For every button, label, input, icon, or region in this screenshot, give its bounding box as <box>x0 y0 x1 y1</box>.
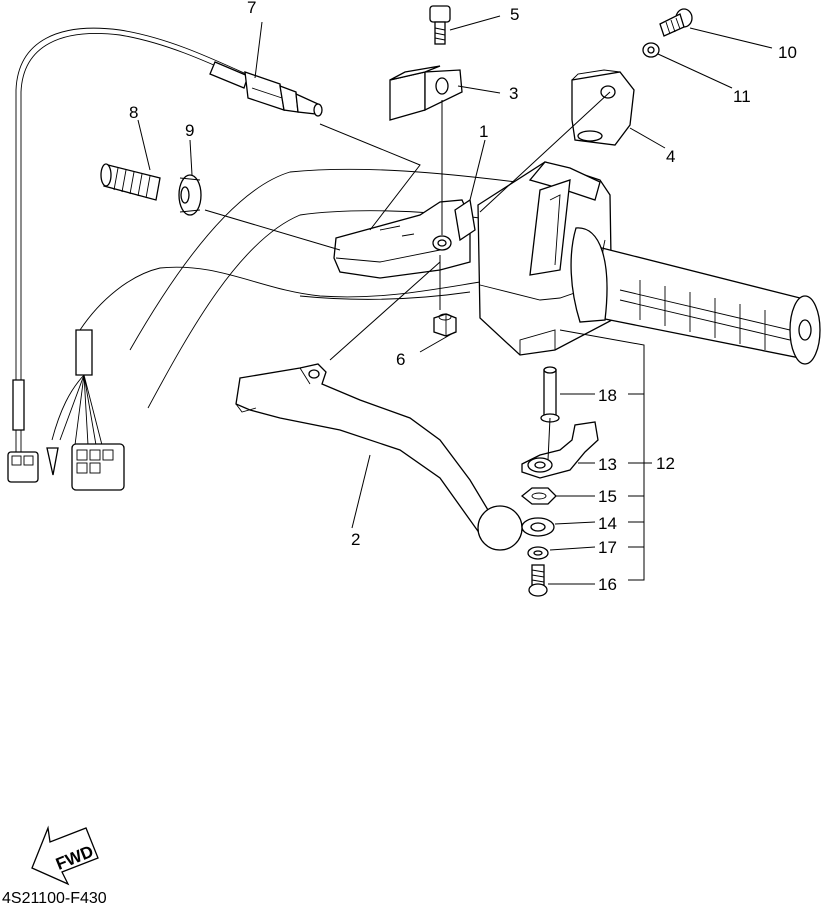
callout-5: 5 <box>510 5 519 24</box>
part-18-pivot-bolt <box>540 366 560 423</box>
callout-15: 15 <box>598 487 617 506</box>
callout-10: 10 <box>778 43 797 62</box>
part-5-bolt <box>429 5 451 45</box>
callout-3: 3 <box>509 84 518 103</box>
callout-8: 8 <box>129 103 138 122</box>
callout-11: 11 <box>733 87 751 106</box>
wire-harness <box>46 329 125 491</box>
part-10-screw <box>659 8 693 37</box>
callout-12: 12 <box>656 454 675 473</box>
callout-labels: 1 2 3 4 5 6 7 8 9 10 11 12 13 14 15 16 1… <box>129 0 797 594</box>
part-7-clutch-switch <box>209 61 323 117</box>
switch-cable <box>7 27 256 483</box>
part-15-nut <box>520 487 557 505</box>
callout-16: 16 <box>598 575 617 594</box>
part-14-washer <box>521 517 555 537</box>
connector-right <box>71 443 125 491</box>
callout-9: 9 <box>185 121 194 140</box>
diagram-code: 4S21100-F430 <box>2 890 107 905</box>
part-8-adjuster <box>100 163 161 201</box>
callout-2: 2 <box>351 530 360 549</box>
callout-1: 1 <box>479 122 488 141</box>
part-1-lever-holder <box>333 198 476 279</box>
callout-7: 7 <box>247 0 256 17</box>
callout-4: 4 <box>666 147 675 166</box>
part-4-bracket <box>571 69 635 146</box>
callout-6: 6 <box>396 350 405 369</box>
part-3-clamp <box>389 65 463 121</box>
part-13-hot-start-lever <box>521 421 599 479</box>
connector-left <box>7 451 39 483</box>
callout-13: 13 <box>598 455 617 474</box>
callout-17: 17 <box>598 538 617 557</box>
part-2-clutch-lever <box>235 363 523 551</box>
callout-18: 18 <box>598 386 617 405</box>
part-17-spring-washer <box>527 546 549 560</box>
part-11-washer <box>642 42 660 58</box>
part-9-locknut <box>178 174 202 216</box>
fwd-direction-arrow: FWD <box>31 825 99 886</box>
callout-14: 14 <box>598 514 617 533</box>
leader-lines <box>137 15 773 585</box>
part-6-nut <box>433 313 457 337</box>
handlebar-outline <box>79 168 541 409</box>
wire-terminal <box>46 447 59 476</box>
handlebar-grip <box>570 227 821 365</box>
part-16-screw <box>528 564 548 597</box>
